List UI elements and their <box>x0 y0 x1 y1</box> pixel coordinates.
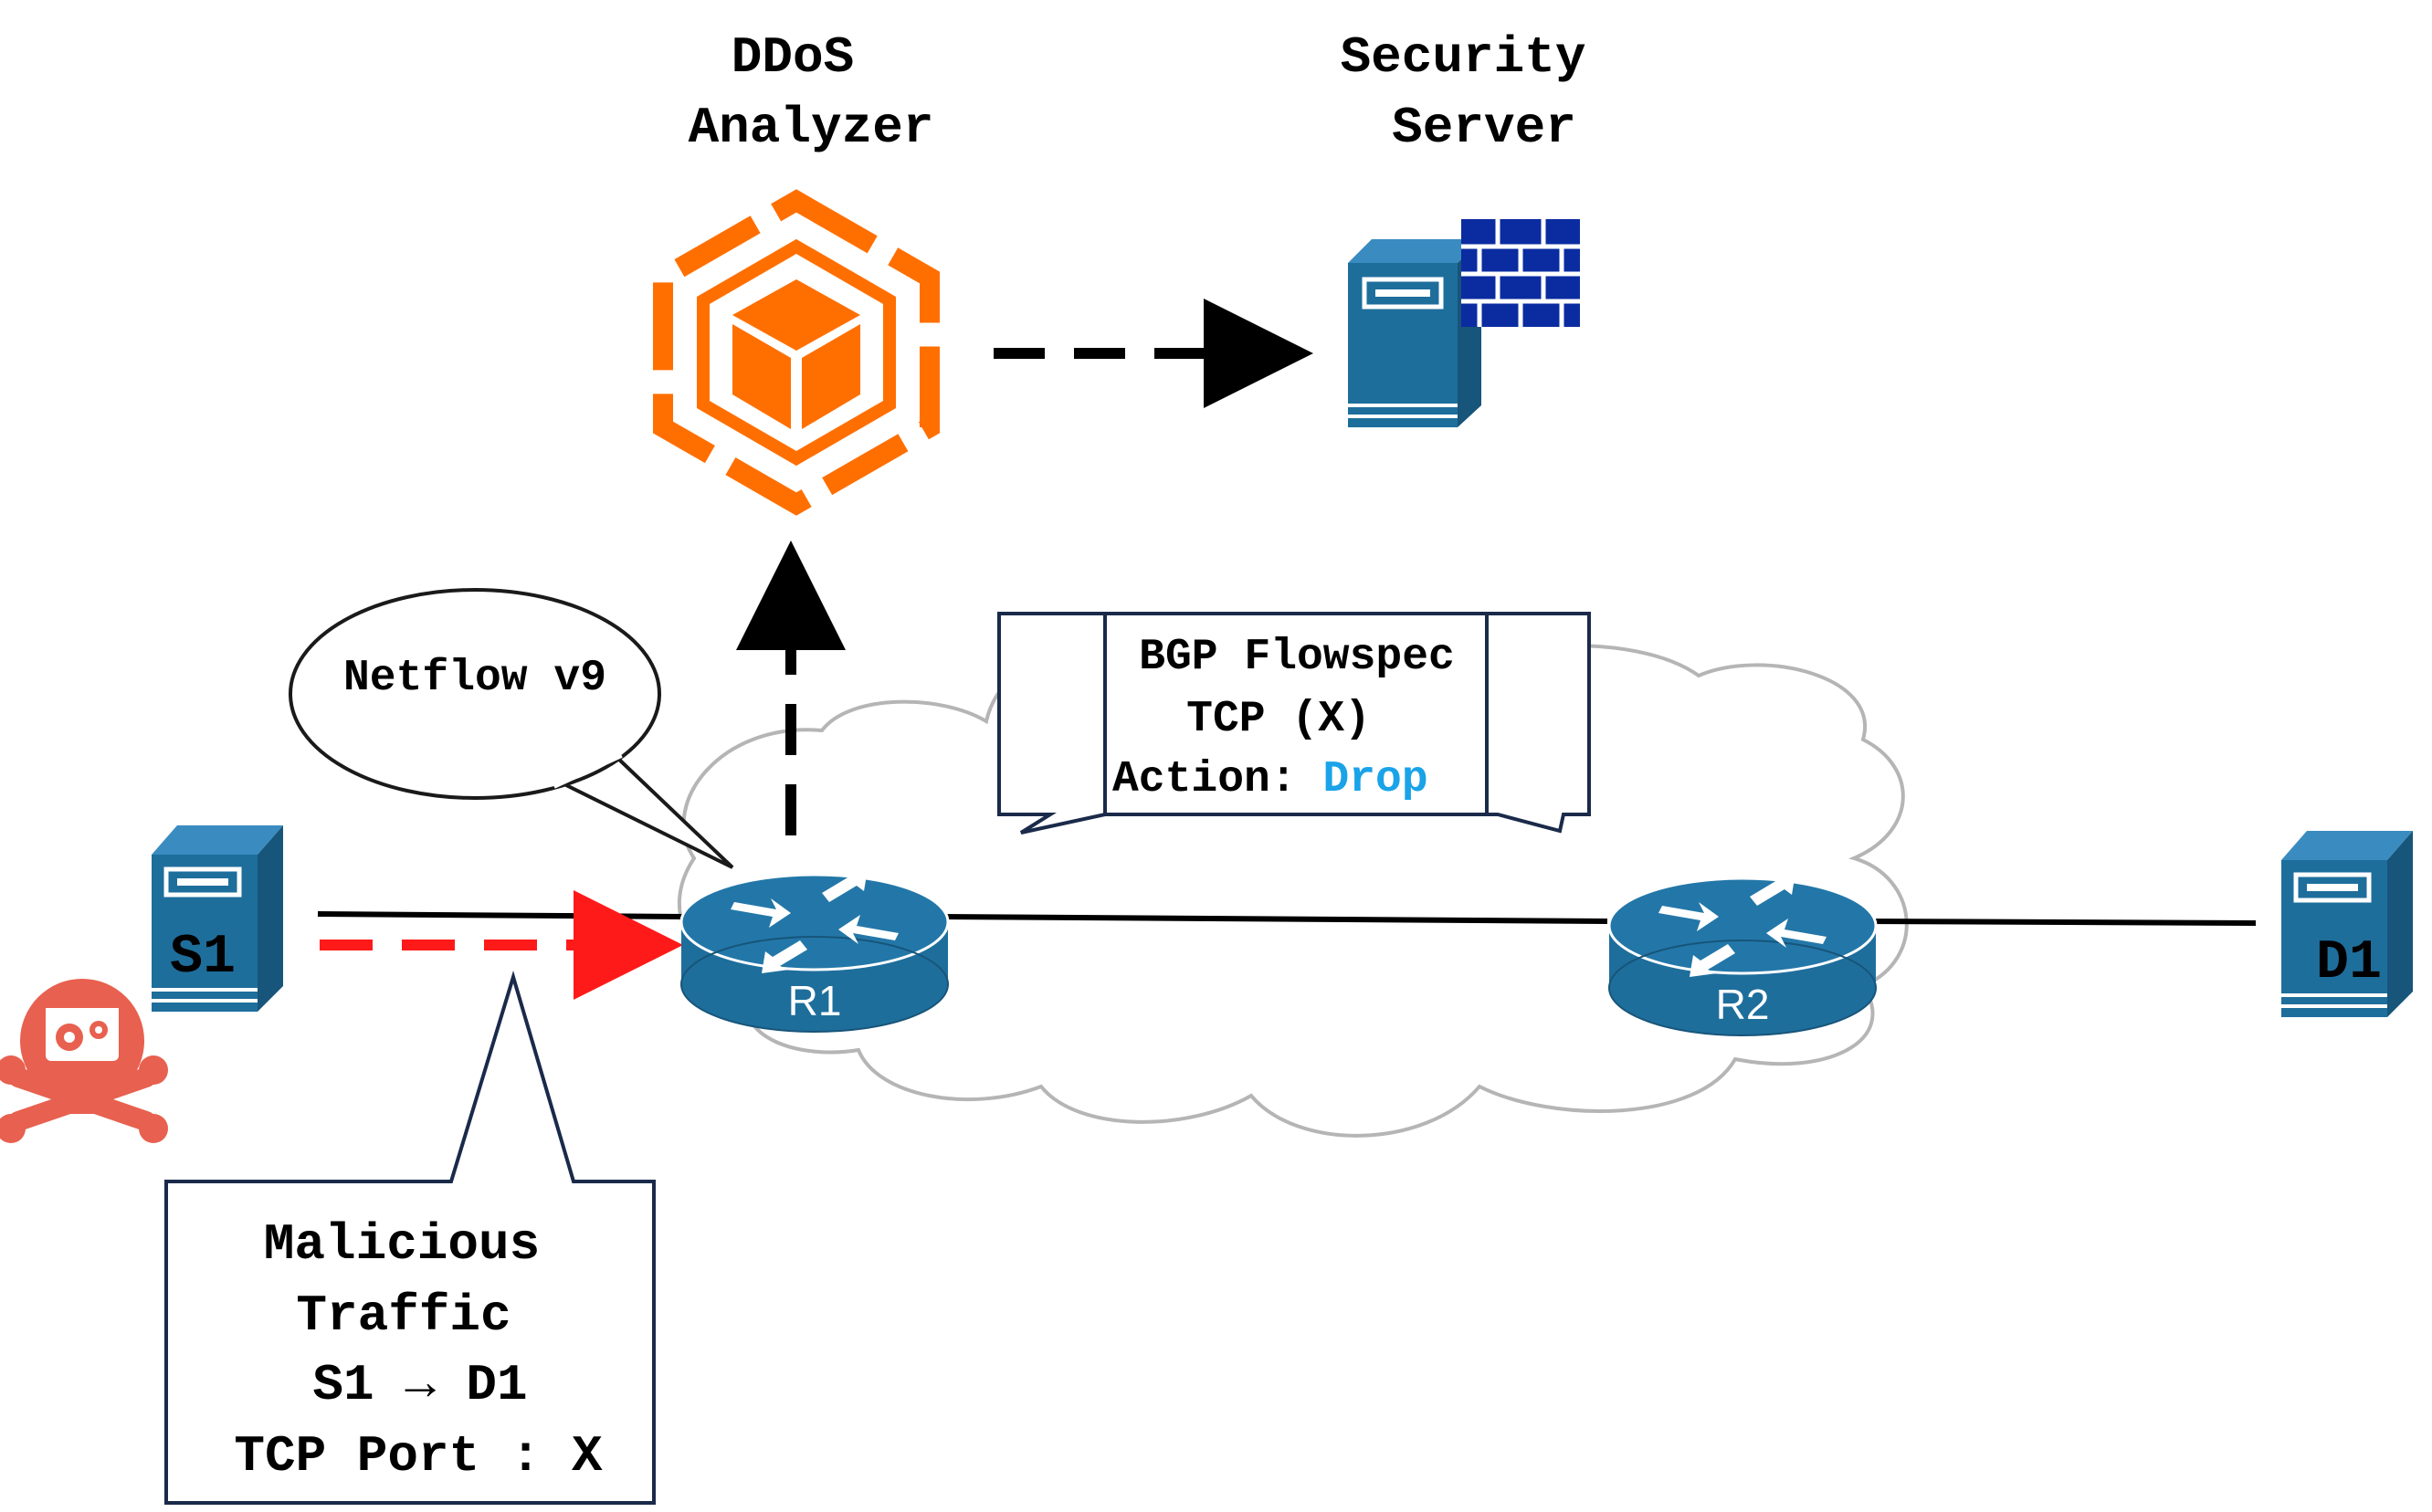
router-icon <box>1607 873 1878 1036</box>
malicious-line3: S1 → D1 <box>312 1356 527 1414</box>
flowspec-callout <box>997 612 1591 835</box>
ddos-analyzer-icon <box>653 189 940 516</box>
ddos-analyzer-label-1: DDoS <box>732 28 854 87</box>
malware-skull-icon <box>0 979 168 1143</box>
flowspec-line3: Action: Drop <box>1112 755 1428 804</box>
s1-label: S1 <box>170 927 236 989</box>
netflow-label: Netflow v9 <box>343 654 606 703</box>
flowspec-line2: TCP (X) <box>1186 695 1371 744</box>
malicious-line4: TCP Port : X <box>234 1427 603 1486</box>
security-server-label-2: Server <box>1392 99 1576 157</box>
r2-label: R2 <box>1716 981 1770 1028</box>
flowspec-action-drop: Drop <box>1322 755 1427 804</box>
link-r1-r2 <box>940 914 1608 924</box>
server-icon <box>2281 831 2413 1017</box>
ddos-analyzer-label-2: Analyzer <box>689 99 934 157</box>
malicious-line1: Malicious <box>264 1215 540 1274</box>
flowspec-action-prefix: Action: <box>1112 755 1322 804</box>
security-server-label-1: Security <box>1341 28 1586 87</box>
firewall-server-icon <box>1348 219 1580 427</box>
link-r2-d1 <box>1862 919 2257 926</box>
netflow-callout <box>289 588 734 869</box>
link-s1-r1 <box>317 911 686 919</box>
r1-label: R1 <box>788 977 842 1024</box>
malicious-line2: Traffic <box>296 1286 511 1345</box>
d1-label: D1 <box>2316 932 2382 994</box>
malicious-traffic-callout <box>164 971 656 1505</box>
flowspec-line1: BGP Flowspec <box>1139 633 1455 682</box>
router-icon <box>679 869 950 1033</box>
server-icon <box>152 825 283 1012</box>
